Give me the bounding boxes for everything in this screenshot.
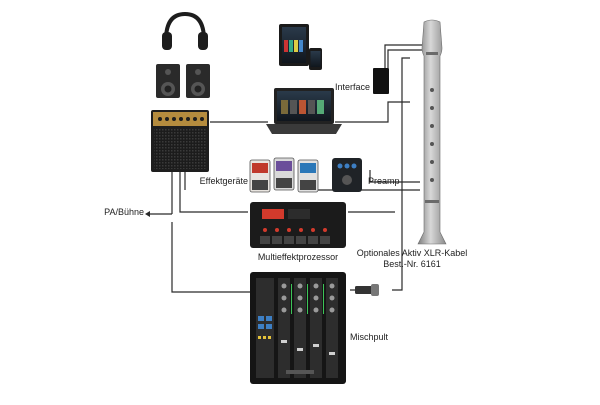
label-pa-buehne: PA/Bühne <box>104 207 144 217</box>
pa-arrow-head <box>145 211 150 217</box>
headphones-icon <box>162 11 208 50</box>
speakers-icon <box>156 64 210 98</box>
phone-icon <box>309 48 322 70</box>
cable-laptop-recorder <box>335 101 410 123</box>
multi-effects-processor-icon <box>250 202 346 248</box>
laptop-icon <box>266 88 342 134</box>
preamp-box-icon <box>332 158 362 192</box>
cable-mixer-pa <box>171 222 250 293</box>
amplifier-icon <box>151 110 209 172</box>
cable-amp-multieffekt <box>179 170 248 213</box>
label-preamp: Preamp <box>368 176 400 186</box>
effect-pedals-icon <box>249 157 319 193</box>
label-xlr-kabel: Optionales Aktiv XLR-Kabel <box>356 248 468 258</box>
recorder-instrument-icon <box>417 19 447 245</box>
cable-interface-recorder <box>384 44 422 68</box>
dj-mixer-icon <box>250 272 346 384</box>
label-interface: Interface <box>334 82 370 92</box>
interface-box-icon <box>373 68 389 94</box>
cable-interface-recorder-2 <box>387 49 422 68</box>
cable-recorder-down <box>392 57 410 291</box>
tablet-icon <box>279 24 309 66</box>
label-multieffektprozessor: Multieffektprozessor <box>257 252 339 262</box>
cable-preamp-recorder <box>369 170 420 183</box>
label-mischpult: Mischpult <box>350 332 389 342</box>
xlr-connector-icon <box>355 284 379 296</box>
label-xlr-bestnr: Best.-Nr. 6161 <box>383 259 441 269</box>
label-effektgeraete: Effektgeräte <box>199 176 248 186</box>
